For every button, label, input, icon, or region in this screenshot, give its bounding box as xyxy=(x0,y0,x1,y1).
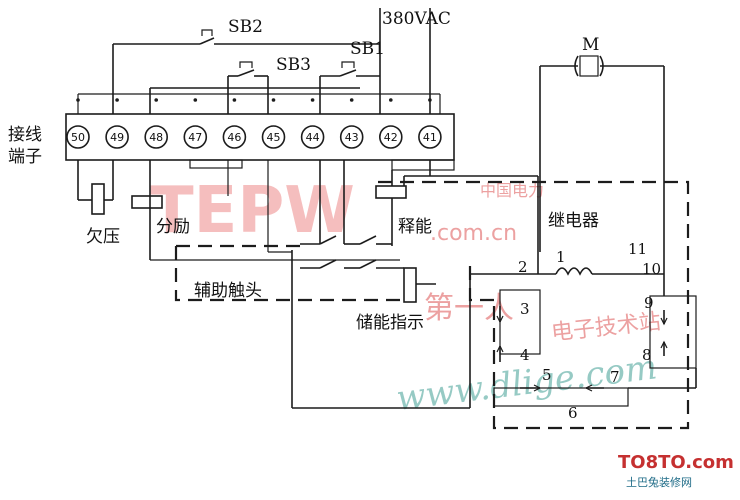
lower-wiring xyxy=(77,160,538,409)
terminal-block: 50 49 48 47 46 45 44 43 42 41 xyxy=(65,98,455,171)
relay-pin-3: 3 xyxy=(520,300,530,318)
terminal-47 xyxy=(183,125,208,149)
shunt-label: 分励 xyxy=(156,217,190,237)
relay-pin-4: 4 xyxy=(520,346,530,364)
motor-symbol xyxy=(539,55,665,252)
release-label: 释能 xyxy=(398,217,432,237)
terminal-block-foot xyxy=(189,159,243,169)
sb1-label: SB1 xyxy=(350,39,385,59)
watermark-logo: TO8TO.com xyxy=(618,452,734,473)
terminal-number-44: 44 xyxy=(306,131,320,144)
terminal-number-47: 47 xyxy=(188,131,202,144)
terminal-number-49: 49 xyxy=(110,131,124,144)
junction-dot-46 xyxy=(232,98,237,102)
aux-contacts xyxy=(300,235,404,269)
junction-dot-45 xyxy=(271,98,276,102)
watermark-cn-top: 中国电力 xyxy=(480,181,544,200)
watermark-com: .com.cn xyxy=(430,221,517,246)
terminal-number-41: 41 xyxy=(423,131,437,144)
terminal-46 xyxy=(222,125,247,149)
terminal-43 xyxy=(339,125,364,149)
terminal-number-50: 50 xyxy=(71,131,85,144)
shunt-coil xyxy=(131,195,163,209)
motor-label: M xyxy=(582,35,599,55)
relay-pin-9: 9 xyxy=(644,294,654,312)
aux-contact-label: 辅助触头 xyxy=(194,281,262,301)
storage-indicator-switch xyxy=(403,267,436,303)
watermark-logo-sub: 土巴兔装修网 xyxy=(626,475,692,489)
terminal-block-label-line2: 端子 xyxy=(8,147,42,167)
terminal-number-45: 45 xyxy=(267,131,281,144)
junction-dot-48 xyxy=(154,98,158,102)
terminal-number-46: 46 xyxy=(227,131,241,144)
sb3-label: SB3 xyxy=(276,55,311,75)
control-wiring-top xyxy=(77,8,441,114)
sb2-switch xyxy=(199,29,215,45)
aux-contact-enclosure xyxy=(174,246,408,302)
relay-pin-7: 7 xyxy=(610,368,620,386)
terminal-number-48: 48 xyxy=(149,131,163,144)
relay-pin-1: 1 xyxy=(556,248,566,266)
storage-indicator-label: 储能指示 xyxy=(356,313,424,333)
junction-dot-43 xyxy=(349,98,354,102)
relay-pin-10: 10 xyxy=(642,260,661,278)
terminal-44 xyxy=(300,125,325,149)
undervoltage-label: 欠压 xyxy=(86,227,120,247)
terminal-block-foot-right xyxy=(391,159,455,171)
relay-pin-11: 11 xyxy=(628,240,647,258)
undervoltage-coil xyxy=(91,183,105,215)
sb3-switch xyxy=(237,61,255,77)
junction-dot-49 xyxy=(115,98,119,102)
relay-pin-8: 8 xyxy=(642,346,652,364)
terminal-block-label-line1: 接线 xyxy=(8,125,42,145)
relay-pin-6: 6 xyxy=(568,404,578,422)
sb2-label: SB2 xyxy=(228,17,263,37)
junction-dot-42 xyxy=(389,98,393,102)
terminal-48 xyxy=(144,125,168,149)
junction-dot-47 xyxy=(193,98,198,102)
terminal-49 xyxy=(105,125,129,149)
watermark-layer: TEPW .com.cn 中国电力 第一人 电子技术站 www.dlige.co… xyxy=(150,174,734,489)
terminal-50 xyxy=(66,125,90,149)
terminal-block-frame xyxy=(65,113,455,161)
terminal-41 xyxy=(418,125,442,149)
relay-internal-wiring xyxy=(469,176,697,408)
relay-label: 继电器 xyxy=(548,211,599,231)
supply-label: 380VAC xyxy=(382,9,451,29)
terminal-number-43: 43 xyxy=(345,131,359,144)
watermark-cn-right: 电子技术站 xyxy=(550,310,662,346)
junction-dot-44 xyxy=(310,98,315,102)
relay-pin-2: 2 xyxy=(518,258,528,276)
terminal-number-42: 42 xyxy=(384,131,398,144)
release-coil xyxy=(375,185,407,199)
terminal-45 xyxy=(261,125,286,149)
relay-pin-5: 5 xyxy=(542,366,552,384)
sb1-switch xyxy=(339,61,357,77)
terminal-42 xyxy=(378,125,403,149)
relay-coil xyxy=(555,267,593,276)
